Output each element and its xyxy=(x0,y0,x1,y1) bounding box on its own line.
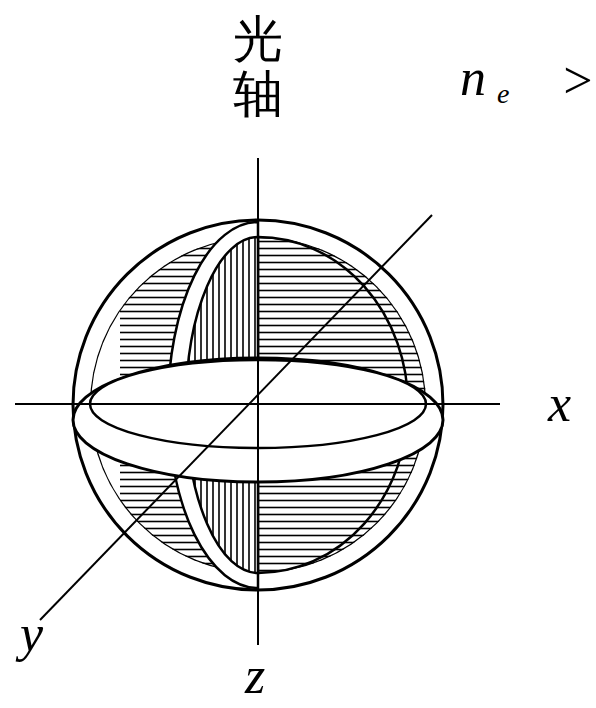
axis-label: 光轴 xyxy=(233,12,283,122)
axis-label: z xyxy=(245,650,265,702)
index-symbol: n xyxy=(460,52,486,104)
index-subscript: e xyxy=(497,80,509,108)
relation-symbol: > xyxy=(560,55,595,107)
axis-label: y xyxy=(20,608,43,660)
axis-label: x xyxy=(548,378,571,430)
